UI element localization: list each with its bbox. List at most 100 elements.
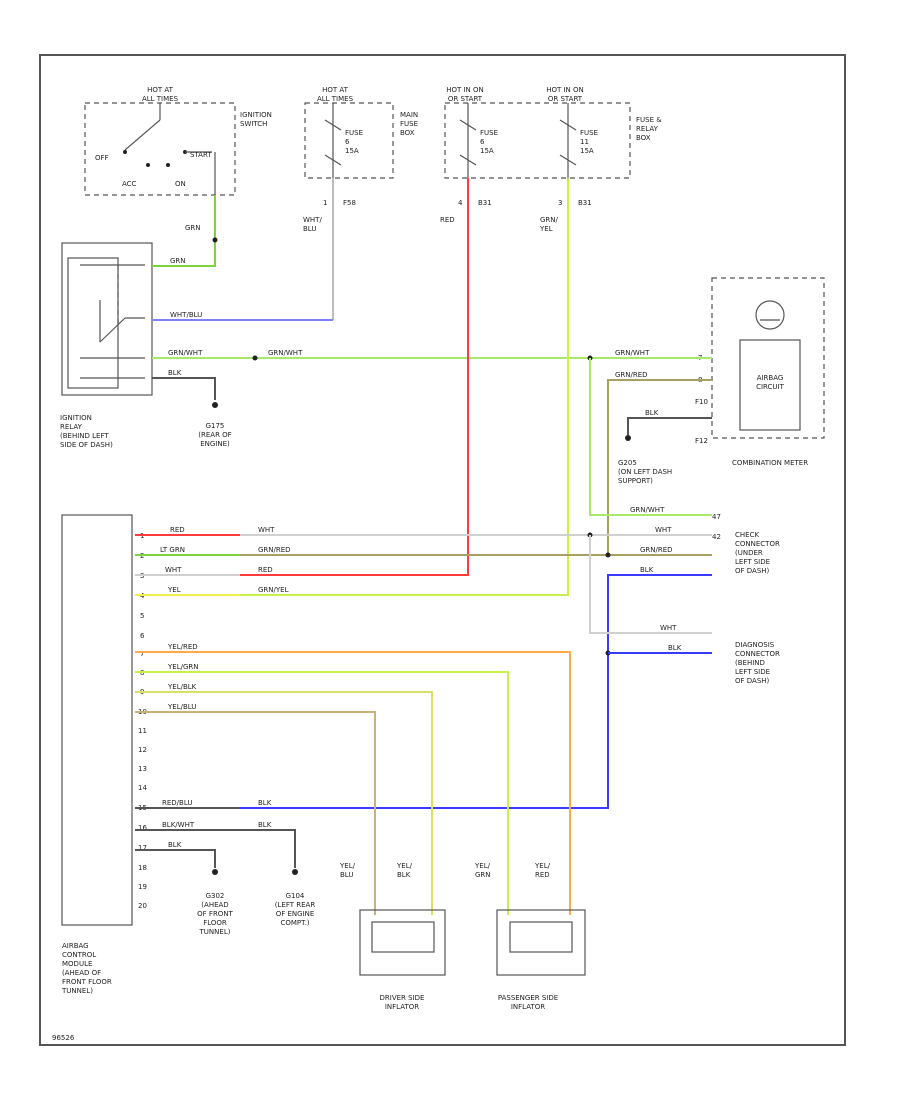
cm-pin-f12: F12: [695, 437, 708, 445]
svg-text:YEL/RED: YEL/RED: [534, 862, 551, 879]
svg-text:GRN/WHT: GRN/WHT: [615, 349, 650, 357]
wire-grn: [152, 195, 216, 267]
svg-text:GRN/WHT: GRN/WHT: [168, 349, 203, 357]
svg-text:GRN/WHT: GRN/WHT: [630, 506, 665, 514]
wire-yel-blk: [135, 691, 433, 915]
svg-text:12: 12: [138, 746, 147, 754]
wire-diag-wht: [589, 535, 712, 634]
svg-text:WHT/BLU: WHT/BLU: [170, 311, 202, 319]
grn-wire-label: GRN: [185, 224, 201, 232]
svg-text:BLK/WHT: BLK/WHT: [162, 821, 195, 829]
svg-text:YEL/BLU: YEL/BLU: [339, 862, 356, 879]
diagram-frame: [39, 54, 846, 1046]
svg-text:6: 6: [140, 632, 145, 640]
svg-text:5: 5: [140, 612, 144, 620]
connector-1-label: 1: [323, 199, 327, 207]
svg-text:BLK: BLK: [668, 644, 682, 652]
combination-meter-label: COMBINATION METER: [732, 459, 808, 467]
svg-text:BLK: BLK: [258, 821, 272, 829]
wire-blk-relay-ground: [152, 377, 216, 400]
svg-text:GRN: GRN: [170, 257, 186, 265]
svg-text:RED: RED: [170, 526, 185, 534]
svg-text:14: 14: [138, 784, 147, 792]
connector-f58-label: F58: [343, 199, 356, 207]
svg-text:YEL/RED: YEL/RED: [167, 643, 198, 651]
wht-blu-wire-label: WHT/BLU: [303, 216, 322, 233]
svg-text:WHT: WHT: [655, 526, 672, 534]
svg-text:WHT: WHT: [165, 566, 182, 574]
svg-text:GRN/RED: GRN/RED: [258, 546, 291, 554]
cc-pin-42: 42: [712, 533, 721, 541]
svg-text:11: 11: [138, 727, 147, 735]
wire-blk-wht: [135, 829, 296, 868]
svg-text:YEL/GRN: YEL/GRN: [167, 663, 198, 671]
svg-text:19: 19: [138, 883, 147, 891]
svg-text:YEL/BLK: YEL/BLK: [396, 862, 413, 879]
svg-text:17: 17: [138, 844, 147, 852]
svg-text:WHT: WHT: [258, 526, 275, 534]
acc-label: ACC: [122, 180, 137, 188]
svg-text:BLK: BLK: [168, 369, 182, 377]
svg-text:LT GRN: LT GRN: [160, 546, 185, 554]
svg-text:YEL: YEL: [167, 586, 181, 594]
connector-b31a-label: B31: [478, 199, 492, 207]
wire-cm-blk: [627, 417, 712, 435]
svg-text:18: 18: [138, 864, 147, 872]
cc-pin-47: 47: [712, 513, 721, 521]
svg-text:BLK: BLK: [640, 566, 654, 574]
svg-text:RED/BLU: RED/BLU: [162, 799, 193, 807]
svg-text:BLK: BLK: [258, 799, 272, 807]
svg-text:GRN/YEL: GRN/YEL: [258, 586, 289, 594]
wire-grn-yel: [240, 178, 569, 596]
wire-yel-grn: [135, 671, 509, 915]
grn-yel-wire-label: GRN/YEL: [539, 216, 559, 233]
connector-3-label: 3: [558, 199, 562, 207]
wire-cm-grn-red: [607, 379, 712, 555]
svg-text:16: 16: [138, 824, 147, 832]
red-wire-label: RED: [440, 216, 455, 224]
svg-text:BLK: BLK: [168, 841, 182, 849]
wire-blk-blue: [240, 574, 712, 809]
svg-text:YEL/GRN: YEL/GRN: [474, 862, 491, 879]
svg-text:WHT: WHT: [660, 624, 677, 632]
on-label: ON: [175, 180, 186, 188]
diagram-id: 96526: [52, 1034, 75, 1042]
svg-text:YEL/BLU: YEL/BLU: [167, 703, 196, 711]
wire-yel-blu: [135, 711, 376, 915]
wire-yel-red: [135, 651, 571, 915]
wire-red: [240, 178, 469, 576]
off-label: OFF: [95, 154, 109, 162]
svg-text:20: 20: [138, 902, 147, 910]
wire-blk-ground: [135, 849, 216, 868]
connector-b31b-label: B31: [578, 199, 592, 207]
module-pins: 1 2 3 4 5 6 7 8 9 10 11 12 13 14 15 16 1…: [138, 532, 147, 910]
svg-text:13: 13: [138, 765, 147, 773]
